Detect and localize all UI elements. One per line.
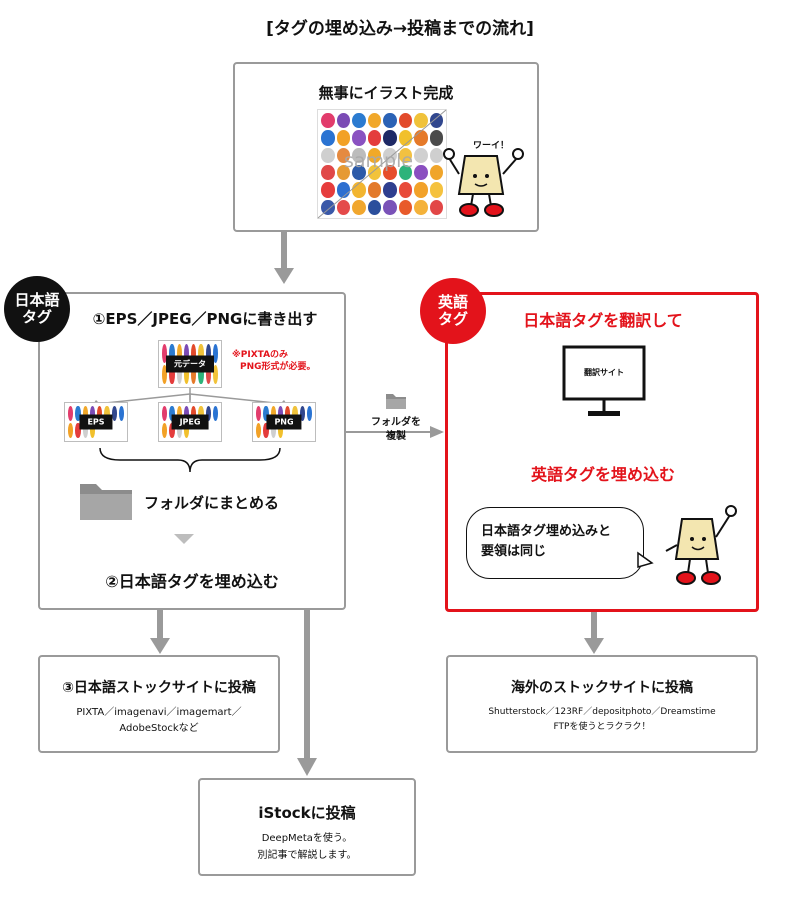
english-badge-line1: 英語 — [437, 292, 468, 311]
step2-title: ②日本語タグを埋め込む — [105, 572, 279, 591]
png-thumbnail: PNG — [252, 402, 316, 442]
english-tag-box: 日本語タグを翻訳して 翻訳サイト 英語タグを埋め込む 日本語タグ埋め込みと 要領… — [445, 292, 759, 612]
illustration-complete-box: 無事にイラスト完成 sample ワーイ！ — [233, 62, 539, 232]
speech-bubble-line1: 日本語タグ埋め込みと — [481, 524, 612, 539]
japanese-stock-line2: AdobeStockなど — [119, 723, 199, 734]
overseas-stock-line1: Shutterstock／123RF／depositphoto／Dreamsti… — [488, 707, 716, 717]
arrow-head-overseas — [584, 638, 604, 654]
japanese-stock-sites: PIXTA／imagenavi／imagemart／ AdobeStockなど — [40, 705, 278, 737]
istock-title: iStockに投稿 — [258, 804, 356, 822]
pixta-note: ※PIXTAのみ PNG形式が必要。 — [232, 350, 316, 373]
mascot-speech: ワーイ！ — [473, 141, 510, 151]
eps-thumbnail: EPS — [64, 402, 128, 442]
curly-brace — [99, 447, 281, 473]
english-badge-line2: タグ — [437, 310, 468, 328]
jpeg-label: JPEG — [171, 414, 209, 430]
overseas-stock-sites: Shutterstock／123RF／depositphoto／Dreamsti… — [448, 705, 756, 736]
jpeg-thumbnail: JPEG — [158, 402, 222, 442]
japanese-tag-box: ①EPS／JPEG／PNGに書き出す 元データ ※PIXTAのみ PNG形式が必… — [38, 292, 346, 610]
istock-description: DeepMetaを使う。 別記事で解説します。 — [200, 830, 414, 864]
speech-bubble-line2: 要領は同じ — [481, 543, 547, 559]
copy-folder-line1: フォルダを — [371, 417, 421, 428]
overseas-stock-line2: FTPを使うとラクラク！ — [553, 722, 651, 733]
istock-box: iStockに投稿 DeepMetaを使う。 別記事で解説します。 — [198, 778, 416, 876]
sample-watermark: sample — [344, 150, 414, 172]
diagram-title: [タグの埋め込み→投稿までの流れ] — [266, 19, 534, 39]
copy-folder-label: フォルダを 複製 — [360, 416, 432, 443]
down-chevron-icon — [174, 534, 194, 544]
speech-bubble: 日本語タグ埋め込みと 要領は同じ — [466, 507, 644, 579]
speech-bubble-text: 日本語タグ埋め込みと 要領は同じ — [481, 522, 611, 561]
istock-line2: 別記事で解説します。 — [257, 850, 357, 861]
illustration-sample: sample — [317, 109, 447, 219]
copy-connector-head — [430, 426, 444, 438]
step1-title: ①EPS／JPEG／PNGに書き出す — [92, 310, 318, 328]
embed-english-title: 英語タグを埋め込む — [530, 465, 675, 484]
arrow-head-top — [274, 268, 294, 284]
english-tag-badge: 英語 タグ — [420, 278, 486, 344]
japanese-badge-line1: 日本語 — [14, 290, 60, 309]
arrow-head-istock — [297, 758, 317, 776]
overseas-stock-box: 海外のストックサイトに投稿 Shutterstock／123RF／deposit… — [446, 655, 758, 753]
source-label: 元データ — [166, 355, 214, 373]
sample-crossline — [317, 109, 447, 219]
arrow-head-box3 — [150, 638, 170, 654]
japanese-badge-line2: タグ — [21, 308, 52, 326]
illustration-complete-title: 無事にイラスト完成 — [318, 84, 454, 102]
source-thumbnail: 元データ — [158, 340, 222, 388]
japanese-stock-box: ③日本語ストックサイトに投稿 PIXTA／imagenavi／imagemart… — [38, 655, 280, 753]
monitor-icon — [562, 345, 646, 416]
translate-title: 日本語タグを翻訳して — [523, 311, 683, 330]
pixta-note-line2: PNG形式が必要。 — [240, 361, 316, 372]
eps-label: EPS — [79, 414, 113, 430]
overseas-stock-title: 海外のストックサイトに投稿 — [511, 680, 693, 696]
mascot-pointing — [665, 505, 737, 585]
speech-bubble-tail — [637, 551, 654, 568]
folder-text: フォルダにまとめる — [144, 494, 280, 512]
japanese-tag-badge: 日本語 タグ — [4, 276, 70, 342]
istock-line1: DeepMetaを使う。 — [261, 833, 353, 844]
japanese-stock-line1: PIXTA／imagenavi／imagemart／ — [76, 707, 242, 718]
png-label: PNG — [266, 414, 302, 430]
copy-folder-icon — [386, 394, 406, 409]
copy-folder-line2: 複製 — [386, 430, 406, 442]
icon-grid — [318, 110, 446, 218]
folder-icon — [80, 484, 132, 520]
pixta-note-line1: ※PIXTAのみ — [232, 350, 289, 360]
japanese-stock-title: ③日本語ストックサイトに投稿 — [62, 680, 256, 696]
mascot-cheering — [443, 148, 524, 217]
monitor-text: 翻訳サイト — [584, 368, 624, 377]
